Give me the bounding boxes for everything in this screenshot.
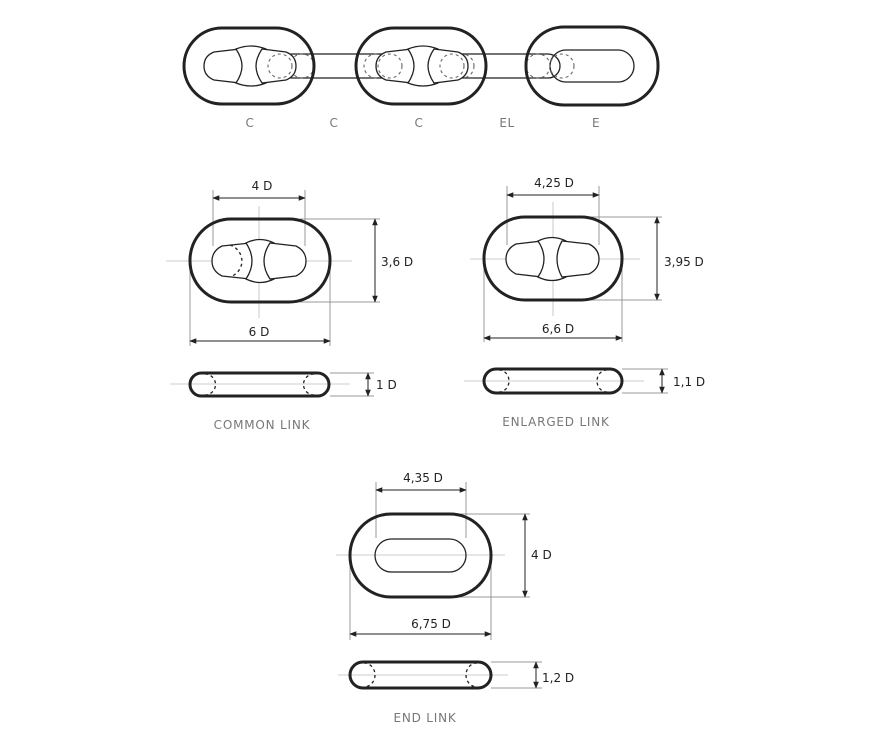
chain-link-1 <box>182 26 316 106</box>
common-link-length-label: 6 D <box>249 325 270 339</box>
end-link-side-view <box>338 660 542 690</box>
chain-code-1: C <box>246 116 255 130</box>
enlarged-link-side-view <box>464 367 668 395</box>
chain-code-3: C <box>415 116 424 130</box>
common-link-thickness-label: 1 D <box>376 378 397 392</box>
common-link-front-view <box>188 217 332 304</box>
end-link-length-label: 6,75 D <box>411 617 451 631</box>
chain-assembly <box>182 25 660 107</box>
enlarged-link-front-view <box>482 215 624 302</box>
enlarged-link-length-label: 6,6 D <box>542 322 574 336</box>
end-link-front-view <box>348 512 493 599</box>
common-link-group <box>166 190 380 398</box>
common-link-caption: COMMON LINK <box>214 418 311 432</box>
end-link-group <box>336 482 542 690</box>
chain-code-5: E <box>592 116 600 130</box>
enlarged-link-thickness-label: 1,1 D <box>673 375 705 389</box>
chain-link-2 <box>354 26 488 106</box>
common-link-inner-width-label: 4 D <box>252 179 273 193</box>
enlarged-link-group <box>464 186 668 395</box>
chain-link-end <box>524 25 660 107</box>
end-link-caption: END LINK <box>393 711 456 725</box>
chain-code-2: C <box>330 116 339 130</box>
enlarged-link-inner-width-label: 4,25 D <box>534 176 574 190</box>
enlarged-link-height-label: 3,95 D <box>664 255 704 269</box>
common-link-side-view <box>170 371 374 398</box>
end-link-inner-width-label: 4,35 D <box>403 471 443 485</box>
end-link-height-label: 4 D <box>531 548 552 562</box>
chain-code-4: EL <box>499 116 514 130</box>
enlarged-link-caption: ENLARGED LINK <box>502 415 610 429</box>
common-link-height-label: 3,6 D <box>381 255 413 269</box>
end-link-thickness-label: 1,2 D <box>542 671 574 685</box>
